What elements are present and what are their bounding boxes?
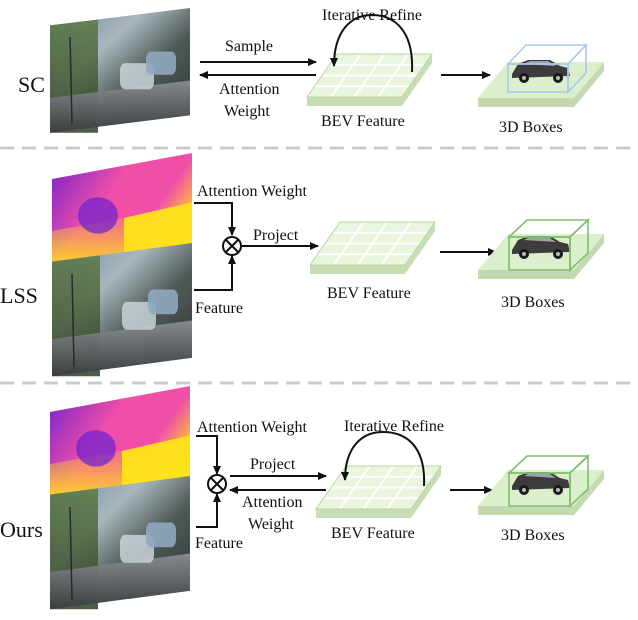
lss-project-label: Project: [253, 227, 299, 244]
sc-input-image: [48, 6, 192, 134]
sc-row: SC Sample Attention Weight Iterative Ref…: [18, 6, 604, 136]
ours-rgb-image: [48, 474, 192, 611]
sc-bev-grid: [306, 53, 433, 107]
ours-bev-label: BEV Feature: [331, 525, 415, 542]
lss-attention-label: Attention Weight: [197, 183, 308, 200]
lss-feature-arrow: [194, 255, 236, 291]
ours-label: Ours: [0, 517, 43, 542]
sc-label: SC: [18, 72, 45, 97]
sc-attention-label-1: Attention: [219, 81, 279, 98]
ours-boxes-label: 3D Boxes: [501, 527, 565, 544]
lss-row: LSS Attention Weight Feature Project BEV…: [0, 153, 604, 378]
sc-refine-label: Iterative Refine: [322, 7, 422, 24]
ours-row: Ours Attention Weight Feature Project At…: [0, 386, 604, 611]
ours-attention-label-2: Weight: [248, 516, 294, 533]
ours-feature-label: Feature: [195, 535, 243, 552]
ours-project-label: Project: [250, 456, 296, 473]
lss-rgb-image: [50, 241, 194, 378]
circle-times-icon: [207, 474, 227, 494]
ours-bev-grid: [315, 465, 442, 519]
ours-attention-weight-label: Attention Weight: [197, 419, 308, 436]
sc-bev-label: BEV Feature: [321, 113, 405, 130]
circle-times-icon: [222, 236, 242, 256]
sc-3d-box: [506, 42, 588, 95]
lss-boxes-label: 3D Boxes: [501, 294, 565, 311]
lss-bev-label: BEV Feature: [327, 285, 411, 302]
lss-3d-box: [506, 218, 591, 272]
ours-feature-arrow: [196, 493, 221, 528]
ours-3d-box: [506, 454, 591, 508]
lss-feature-label: Feature: [195, 300, 243, 317]
sc-refine-arrow: [330, 13, 414, 73]
sc-boxes-label: 3D Boxes: [499, 119, 563, 136]
sc-attention-label-2: Weight: [224, 103, 270, 120]
ours-refine-label: Iterative Refine: [344, 418, 444, 435]
sc-sample-label: Sample: [225, 38, 273, 55]
lss-attention-arrow: [194, 202, 236, 236]
lss-bev-grid: [309, 221, 436, 275]
lss-label: LSS: [0, 283, 38, 308]
ours-attention-label-1: Attention: [242, 494, 302, 511]
ours-attention-arrow: [196, 435, 221, 475]
ours-refine-arrow: [341, 430, 426, 487]
